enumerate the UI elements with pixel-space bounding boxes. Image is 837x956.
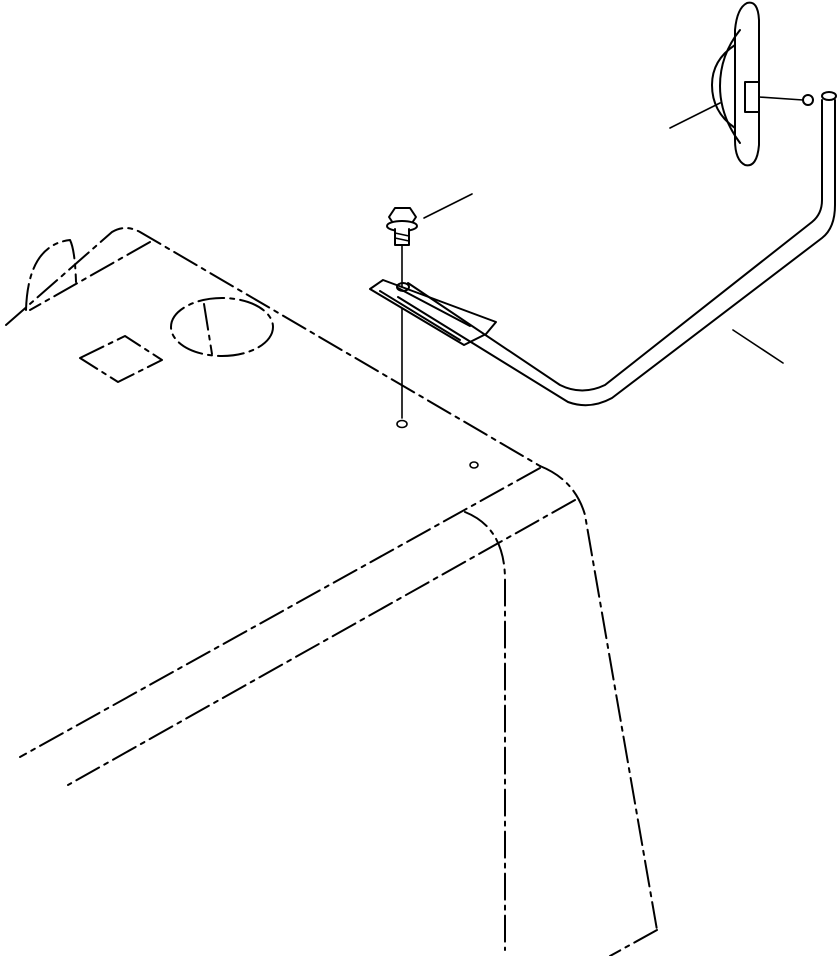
mounting-hole-2 [469,461,479,469]
mounting-bracket [369,279,497,346]
mirror [669,1,814,167]
roof-square-feature [79,335,163,383]
roof-hatch-oval [170,297,274,357]
cab-roof-outline [5,227,658,956]
mirror-stay [397,91,837,407]
mounting-hole [396,419,408,429]
roof-dome-feature [25,239,77,311]
bolt [386,193,473,246]
